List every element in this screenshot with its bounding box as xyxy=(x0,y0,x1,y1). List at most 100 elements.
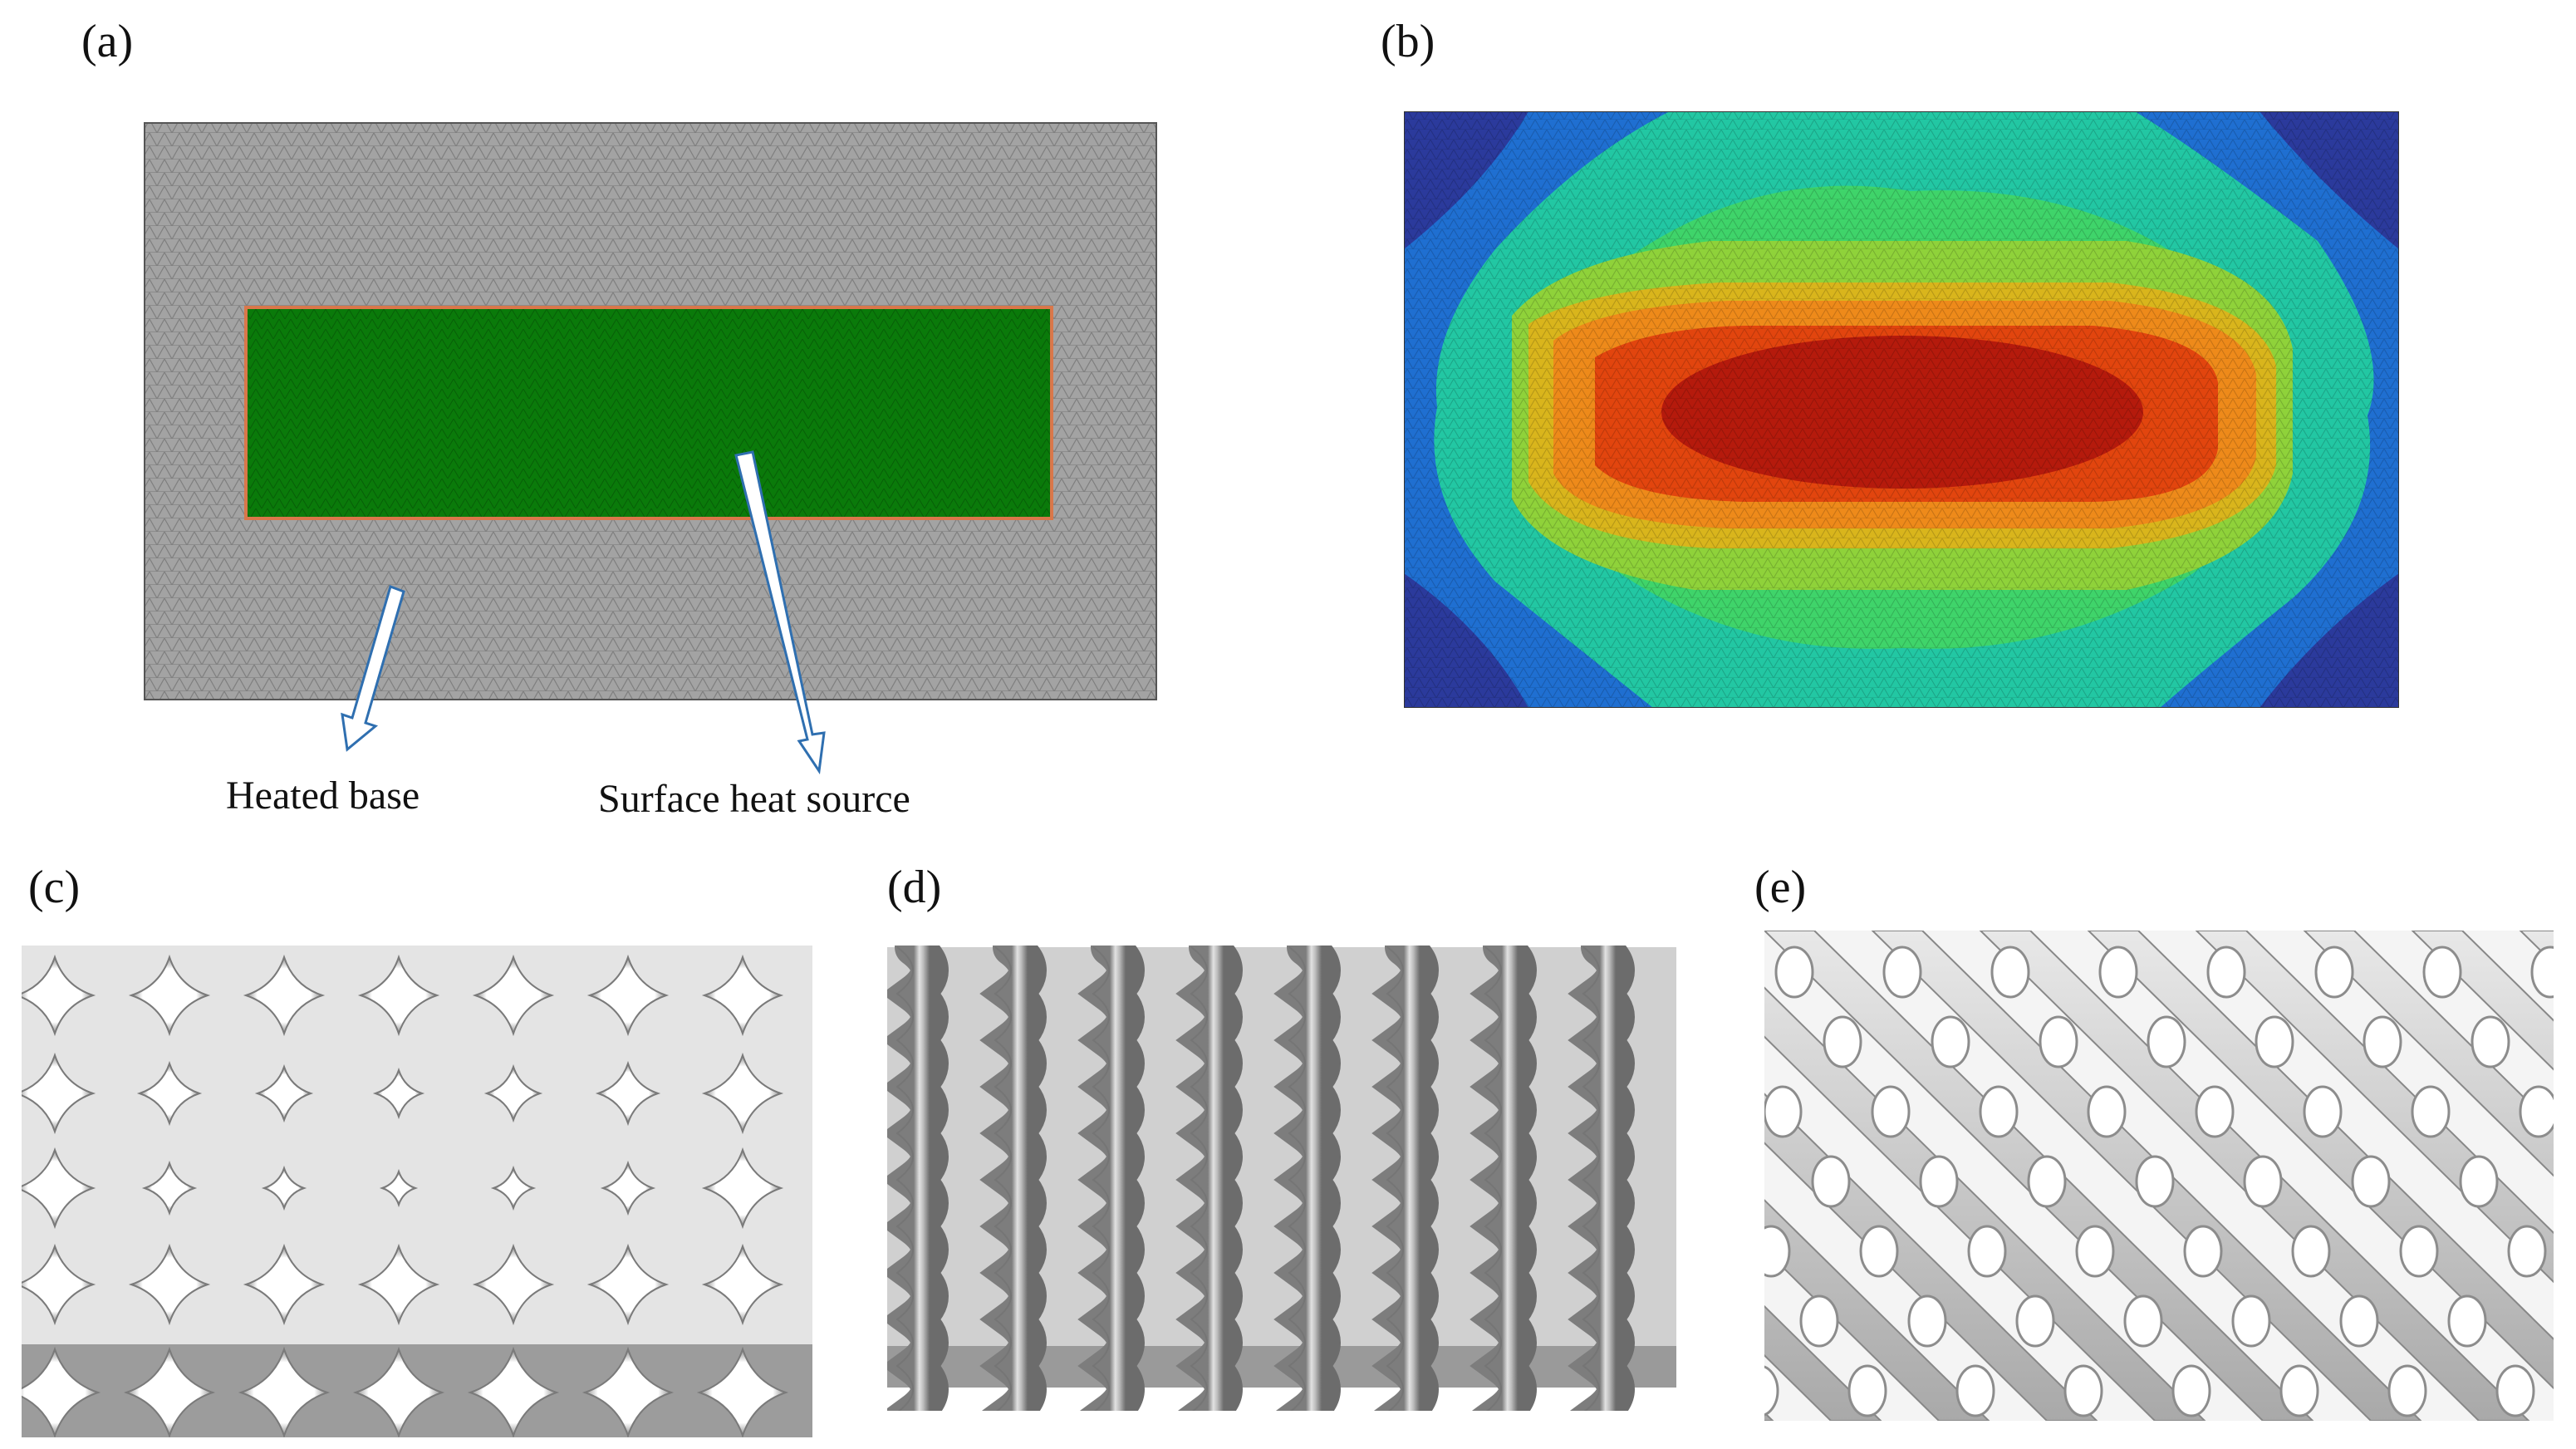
strut-hole xyxy=(2447,1294,2487,1348)
strut-hole xyxy=(2063,1364,2103,1417)
gyroid-column-edge xyxy=(1582,946,1600,1411)
lattice-hole xyxy=(254,1063,314,1123)
lattice-hole xyxy=(586,1243,670,1326)
panel-d-lattice xyxy=(887,946,1676,1411)
lattice-hole xyxy=(141,1160,198,1216)
strut-hole xyxy=(2147,1015,2186,1068)
strut-hole xyxy=(2279,1364,2319,1417)
strut-hole xyxy=(1705,1157,1741,1206)
panel-a-mesh xyxy=(144,122,1157,775)
strut-hole xyxy=(1811,1155,1851,1208)
heated-base-label: Heated base xyxy=(226,774,420,818)
strut-hole xyxy=(2171,1364,2211,1417)
strut-hole xyxy=(1979,1085,2019,1138)
strut-hole xyxy=(1774,946,1814,999)
lattice-hole xyxy=(22,1243,96,1326)
strut-hole xyxy=(2303,1085,2343,1138)
strut-hole xyxy=(2507,1225,2547,1278)
lattice-hole xyxy=(243,954,326,1037)
strut-hole xyxy=(2339,1294,2379,1348)
lattice-hole xyxy=(600,1160,656,1216)
panel-label-c: (c) xyxy=(28,862,81,913)
strut-hole xyxy=(2135,1155,2175,1208)
lattice-hole xyxy=(472,954,555,1037)
lattice-hole xyxy=(243,1243,326,1326)
heated-base-arrow xyxy=(341,585,405,752)
panel-label-b: (b) xyxy=(1381,16,1435,67)
strut-hole xyxy=(2422,946,2462,999)
panel-label-d: (d) xyxy=(887,862,942,913)
strut-hole xyxy=(2183,1225,2223,1278)
panel-b-contour xyxy=(1404,111,2399,708)
lattice-hole xyxy=(586,954,670,1037)
panel-label-a: (a) xyxy=(81,16,134,67)
surface-heat-source-region xyxy=(244,306,1053,520)
gyroid-column-edge xyxy=(1092,946,1110,1411)
strut-hole xyxy=(2411,1085,2451,1138)
lattice-hole xyxy=(701,1147,784,1230)
diagonal-strut xyxy=(2303,931,2554,1177)
strut-hole xyxy=(2255,1015,2294,1068)
strut-hole xyxy=(1764,1225,1791,1278)
gyroid-column xyxy=(1175,946,1243,1411)
strut-hole xyxy=(1990,946,2030,999)
gyroid-column-edge xyxy=(1288,946,1306,1411)
lattice-hole xyxy=(357,1243,440,1326)
lattice-hole xyxy=(123,1346,216,1437)
lattice-hole xyxy=(472,1243,555,1326)
panel-c-lattice xyxy=(22,946,812,1437)
strut-hole xyxy=(2387,1364,2427,1417)
gyroid-column-edge xyxy=(1484,946,1502,1411)
strut-hole xyxy=(2399,1225,2439,1278)
lattice-hole xyxy=(261,1165,307,1211)
strut-hole xyxy=(2351,1155,2391,1208)
strut-hole xyxy=(2098,946,2138,999)
lattice-hole xyxy=(467,1346,560,1437)
strut-hole xyxy=(2195,1085,2235,1138)
strut-hole xyxy=(1764,1085,1803,1138)
strut-hole xyxy=(2015,1294,2055,1348)
strut-hole xyxy=(1823,1015,1862,1068)
gyroid-column xyxy=(887,946,949,1411)
lattice-hole xyxy=(22,1147,96,1230)
lattice-hole xyxy=(701,954,784,1037)
strut-hole xyxy=(1716,1017,1753,1067)
panel-label-e: (e) xyxy=(1754,862,1807,913)
strut-hole xyxy=(1882,946,1922,999)
strut-hole xyxy=(1871,1085,1911,1138)
lattice-hole xyxy=(696,1346,789,1437)
gyroid-column xyxy=(1273,946,1341,1411)
lattice-hole xyxy=(128,1243,211,1326)
lattice-hole xyxy=(595,1060,661,1127)
gyroid-column xyxy=(1568,946,1635,1411)
lattice-hole xyxy=(22,1052,96,1135)
gyroid-column xyxy=(1470,946,1537,1411)
strut-hole xyxy=(1919,1155,1959,1208)
surface-heat-source-arrow xyxy=(734,450,826,775)
strut-hole xyxy=(2519,1085,2554,1138)
gyroid-column-edge xyxy=(1190,946,1208,1411)
strut-hole xyxy=(1931,1015,1970,1068)
lattice-hole xyxy=(136,1060,203,1127)
gyroid-column xyxy=(1077,946,1145,1411)
strut-hole xyxy=(1907,1294,1947,1348)
lattice-hole xyxy=(372,1067,425,1120)
strut-hole xyxy=(2123,1294,2163,1348)
gyroid-column-edge xyxy=(994,946,1012,1411)
surface-heat-source-label: Surface heat source xyxy=(598,777,910,821)
gyroid-column xyxy=(979,946,1047,1411)
strut-hole xyxy=(2039,1015,2078,1068)
gyroid-column-edge xyxy=(1386,946,1404,1411)
strut-hole xyxy=(2530,946,2554,999)
strut-hole xyxy=(1859,1225,1899,1278)
strut-hole xyxy=(1955,1364,1995,1417)
strut-hole xyxy=(2557,1296,2576,1346)
lattice-hole xyxy=(701,1052,784,1135)
lattice-hole xyxy=(128,954,211,1037)
strut-hole xyxy=(1799,1294,1839,1348)
lattice-hole xyxy=(352,1346,445,1437)
lattice-hole xyxy=(22,1346,101,1437)
strut-hole xyxy=(2291,1225,2331,1278)
strut-hole xyxy=(2087,1085,2127,1138)
lattice-hole xyxy=(238,1346,331,1437)
